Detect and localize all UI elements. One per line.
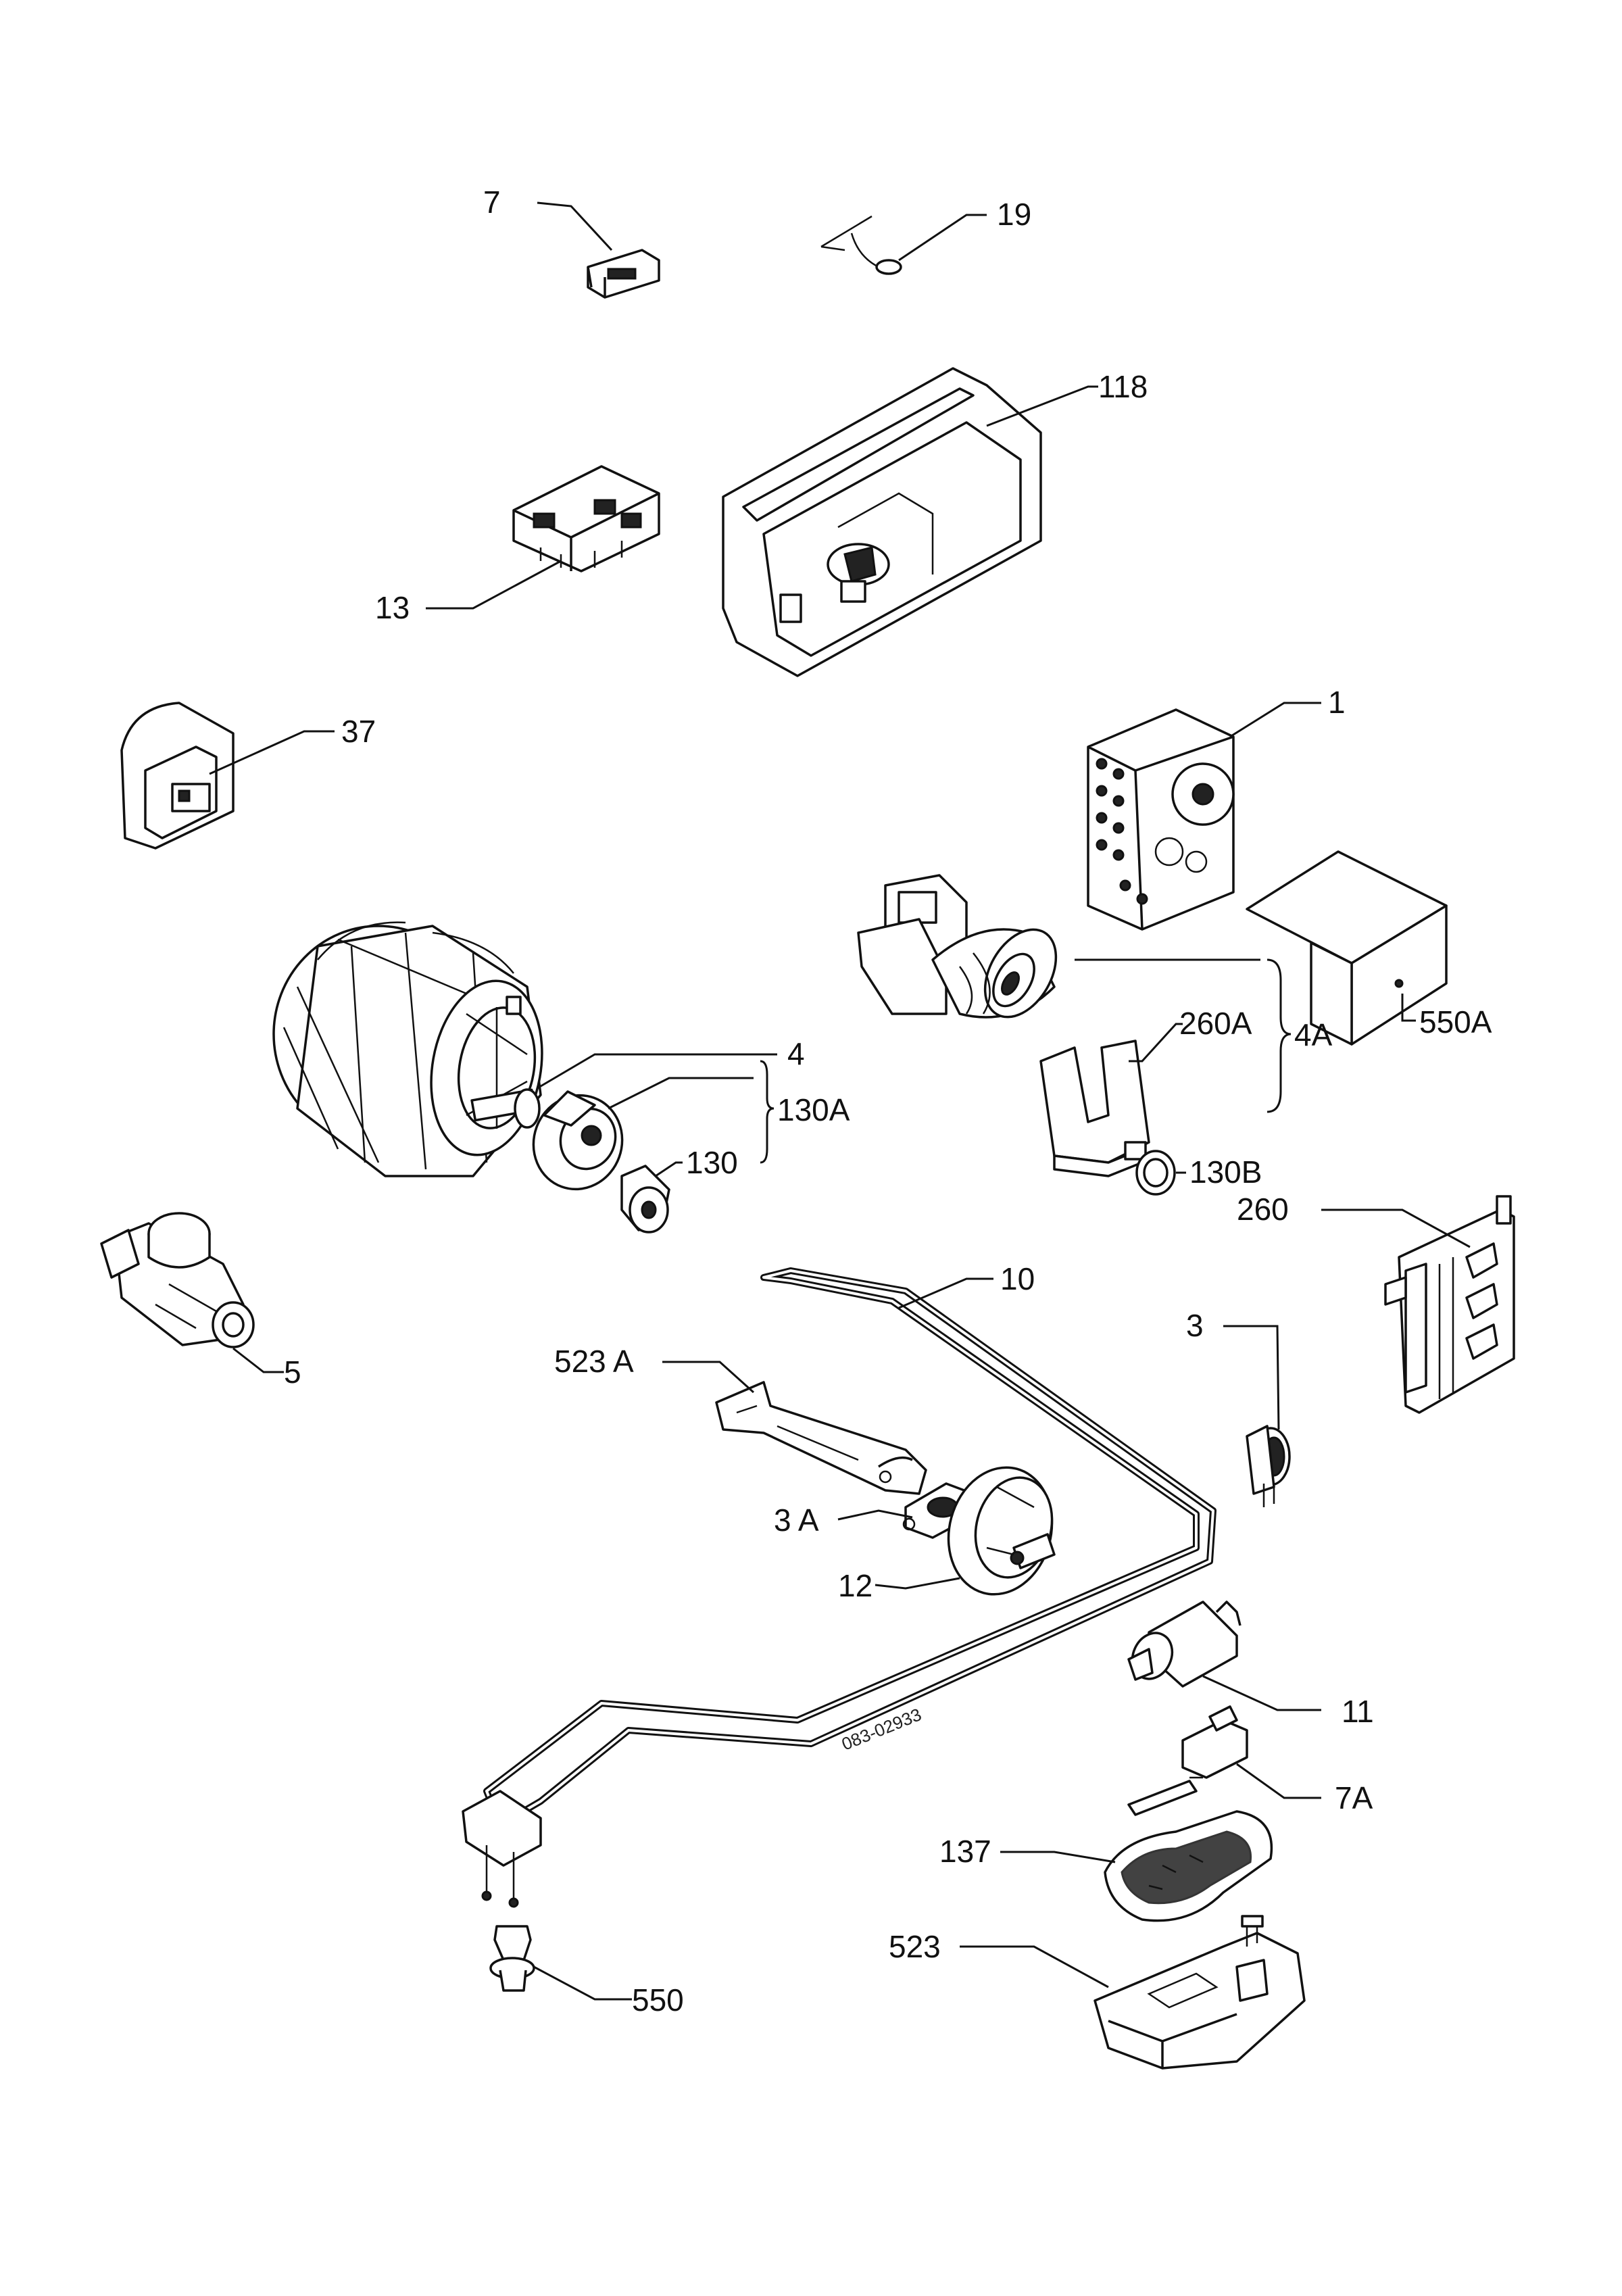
leader-7 (537, 201, 613, 251)
label-5: 5 (284, 1354, 301, 1390)
part-118-dispenser (722, 367, 1042, 677)
leader-550 (533, 1965, 632, 2001)
part-10-heating-element (462, 1267, 1216, 1908)
part-130B-ring (1135, 1150, 1176, 1196)
part-pump-head (857, 874, 1058, 1019)
label-13: 13 (375, 590, 410, 625)
part-523-sump (1093, 1915, 1306, 2070)
leader-12 (875, 1577, 960, 1590)
label-260A: 260A (1179, 1006, 1252, 1041)
label-118: 118 (1098, 369, 1148, 404)
leader-523A (662, 1361, 755, 1394)
leader-19 (898, 214, 987, 262)
label-4A: 4A (1294, 1017, 1333, 1052)
part-4-motor (272, 921, 543, 1177)
label-10: 10 (1000, 1261, 1035, 1296)
label-19: 19 (997, 197, 1031, 232)
leader-260 (1321, 1208, 1471, 1248)
label-550: 550 (632, 1982, 684, 2018)
part-523A-plate (715, 1381, 927, 1495)
label-7: 7 (483, 185, 501, 220)
label-523: 523 (889, 1929, 941, 1964)
leader-523 (960, 1945, 1109, 1988)
label-550A: 550A (1419, 1004, 1492, 1040)
label-37: 37 (341, 714, 376, 749)
part-11-capacitor (1127, 1601, 1242, 1688)
part-13-switch-block (512, 465, 660, 572)
label-11: 11 (1342, 1694, 1374, 1729)
part-260-bracket (1384, 1195, 1515, 1414)
leader-118 (986, 385, 1098, 427)
label-3A: 3 A (774, 1503, 819, 1538)
leader-13 (426, 560, 562, 610)
part-12-pressure-switch (947, 1466, 1056, 1596)
leader-130A-top (608, 1077, 754, 1110)
label-523A: 523 A (554, 1344, 634, 1379)
part-7-switch (587, 249, 660, 299)
leader-5 (232, 1347, 284, 1373)
part-5-valve (100, 1212, 255, 1348)
label-260: 260 (1237, 1192, 1289, 1227)
leader-550A (1401, 994, 1416, 1022)
label-130: 130 (686, 1145, 738, 1180)
leader-130 (655, 1161, 683, 1177)
bracket-130A (760, 1060, 775, 1164)
part-1-timer (1087, 708, 1235, 931)
leader-11 (1202, 1675, 1321, 1711)
part-550-plug (489, 1925, 535, 1992)
leader-37 (209, 730, 335, 775)
leader-3 (1223, 1325, 1280, 1430)
leader-4 (537, 1053, 777, 1090)
leader-3A (837, 1509, 913, 1521)
part-7A-microswitch (1127, 1705, 1248, 1816)
label-3: 3 (1186, 1308, 1204, 1343)
label-12: 12 (838, 1568, 873, 1603)
leader-10 (898, 1277, 993, 1309)
part-130-bushing (620, 1165, 670, 1234)
bracket-4A (1267, 958, 1292, 1113)
label-137: 137 (939, 1834, 991, 1869)
part-550A-box (1246, 850, 1448, 1046)
label-130B: 130B (1189, 1154, 1262, 1190)
part-37-bracket (120, 702, 235, 850)
leader-260A (1129, 1023, 1183, 1062)
label-4: 4 (787, 1036, 805, 1071)
part-137-filter (1104, 1810, 1273, 1922)
leader-137 (1000, 1851, 1116, 1863)
part-19-sensor (820, 215, 902, 275)
leader-7A (1236, 1763, 1321, 1799)
label-130A: 130A (777, 1092, 850, 1127)
part-3-thermostat (1246, 1425, 1291, 1507)
label-1: 1 (1328, 685, 1346, 720)
part-130A-flange (532, 1090, 624, 1191)
label-7A: 7A (1335, 1780, 1373, 1815)
leader-1 (1229, 702, 1321, 738)
